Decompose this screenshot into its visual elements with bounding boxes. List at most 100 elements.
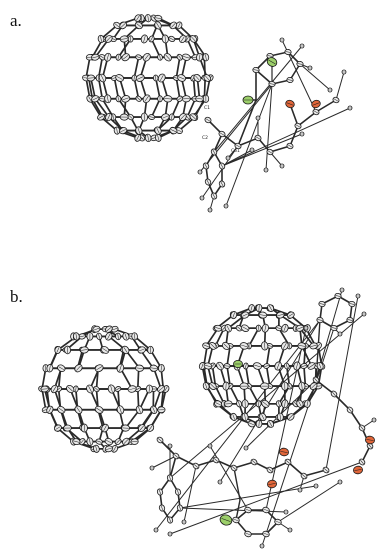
- cage-bond: [303, 345, 307, 367]
- ellipsoid-axis: [98, 115, 104, 119]
- ellipsoid-axis: [191, 114, 196, 120]
- h-bond: [183, 465, 197, 523]
- ellipsoid-axis: [297, 63, 303, 65]
- ellipsoid-axis: [99, 98, 105, 100]
- h-bond: [209, 445, 249, 511]
- ellipsoid-axis: [279, 413, 282, 420]
- ellipsoid-axis: [49, 365, 51, 372]
- h-bond: [169, 313, 365, 479]
- cage-bond: [226, 345, 231, 367]
- ellipsoid-axis: [162, 115, 169, 119]
- ellipsoid-axis: [360, 425, 364, 431]
- ellipsoid-axis: [286, 102, 294, 106]
- ellipsoid-axis: [276, 327, 282, 330]
- ellipsoid-axis: [368, 443, 372, 449]
- h-bond: [265, 327, 307, 511]
- ellipsoid-axis: [318, 363, 322, 369]
- ellipsoid-axis: [170, 129, 177, 133]
- ellipsoid-axis: [144, 95, 149, 102]
- ellipsoid-axis: [141, 15, 143, 21]
- ellipsoid-axis: [133, 75, 135, 81]
- ellipsoid-axis: [240, 344, 248, 348]
- ellipsoid-axis: [128, 115, 133, 119]
- ellipsoid-axis: [332, 391, 336, 397]
- ellipsoid-axis: [277, 401, 280, 407]
- ellipsoid-axis: [112, 114, 114, 120]
- ellipsoid-axis: [88, 385, 92, 393]
- ellipsoid-axis: [136, 367, 143, 369]
- ellipsoid-axis: [41, 388, 48, 390]
- ellipsoid-axis: [96, 407, 103, 412]
- ellipsoid-axis: [198, 54, 201, 61]
- ellipsoid-axis: [215, 327, 222, 330]
- ellipsoid-axis: [354, 469, 362, 471]
- ellipsoid-axis: [157, 438, 163, 442]
- ellipsoid-axis: [287, 383, 291, 389]
- ellipsoid-axis: [191, 36, 196, 42]
- ellipsoid-axis: [193, 464, 199, 468]
- ellipsoid-axis: [116, 439, 121, 444]
- ellipsoid-axis: [157, 134, 160, 141]
- ellipsoid-axis: [128, 387, 136, 391]
- ellipsoid-axis: [276, 362, 280, 370]
- ellipsoid-axis: [143, 113, 145, 121]
- ellipsoid-axis: [148, 425, 153, 431]
- ellipsoid-axis: [283, 325, 287, 332]
- ellipsoid-axis: [213, 458, 219, 462]
- ellipsoid-axis: [117, 333, 119, 340]
- ellipsoid-axis: [66, 346, 69, 354]
- ellipsoid-axis: [67, 386, 73, 392]
- ellipsoid-axis: [258, 420, 260, 427]
- cage-bond: [89, 77, 97, 100]
- ellipsoid-axis: [210, 383, 216, 389]
- ellipsoid-axis: [312, 102, 320, 106]
- ellipsoid-axis: [253, 69, 259, 71]
- ellipsoid-axis: [180, 114, 186, 120]
- ellipsoid-axis: [264, 324, 267, 332]
- h-bond: [225, 83, 273, 207]
- ellipsoid-axis: [102, 347, 108, 352]
- cage-bond: [41, 388, 47, 411]
- ellipsoid-axis: [171, 114, 173, 120]
- ellipsoid-axis: [73, 440, 80, 443]
- ellipsoid-axis: [349, 303, 355, 305]
- ellipsoid-axis: [232, 312, 235, 318]
- ellipsoid-axis: [177, 22, 181, 29]
- ellipsoid-axis: [55, 426, 61, 430]
- ellipsoid-axis: [105, 447, 112, 450]
- ellipsoid-axis: [178, 76, 185, 80]
- ellipsoid-axis: [155, 17, 162, 19]
- ellipsoid-axis: [119, 406, 122, 413]
- ellipsoid-axis: [165, 54, 171, 60]
- ellipsoid-axis: [204, 383, 208, 389]
- ellipsoid-axis: [268, 59, 276, 65]
- ellipsoid-axis: [105, 439, 112, 444]
- ellipsoid-axis: [123, 439, 129, 444]
- cage-bond: [133, 56, 140, 79]
- ellipsoid-axis: [89, 438, 91, 445]
- h-bond: [325, 295, 359, 471]
- cage-bond: [117, 38, 132, 59]
- ellipsoid-axis: [120, 129, 127, 133]
- ellipsoid-axis: [287, 79, 293, 81]
- ellipsoid-axis: [220, 163, 224, 169]
- ellipsoid-axis: [121, 38, 128, 40]
- ellipsoid-axis: [333, 98, 339, 102]
- ellipsoid-axis: [258, 325, 260, 331]
- ellipsoid-axis: [164, 98, 172, 100]
- ellipsoid-axis: [221, 518, 231, 522]
- h-bond: [213, 45, 303, 153]
- ellipsoid-axis: [178, 55, 182, 60]
- cage-bond: [136, 367, 140, 390]
- ellipsoid-axis: [275, 520, 281, 524]
- ellipsoid-axis: [250, 305, 253, 311]
- cage-bond: [94, 97, 110, 118]
- ellipsoid-axis: [100, 74, 105, 82]
- ellipsoid-axis: [233, 518, 239, 522]
- ellipsoid-axis: [100, 36, 102, 42]
- atom-label-c2: C2: [202, 136, 209, 141]
- cage-bond: [113, 77, 120, 100]
- ellipsoid-axis: [254, 364, 261, 368]
- ellipsoid-axis: [143, 35, 146, 43]
- ellipsoid-axis: [317, 319, 323, 321]
